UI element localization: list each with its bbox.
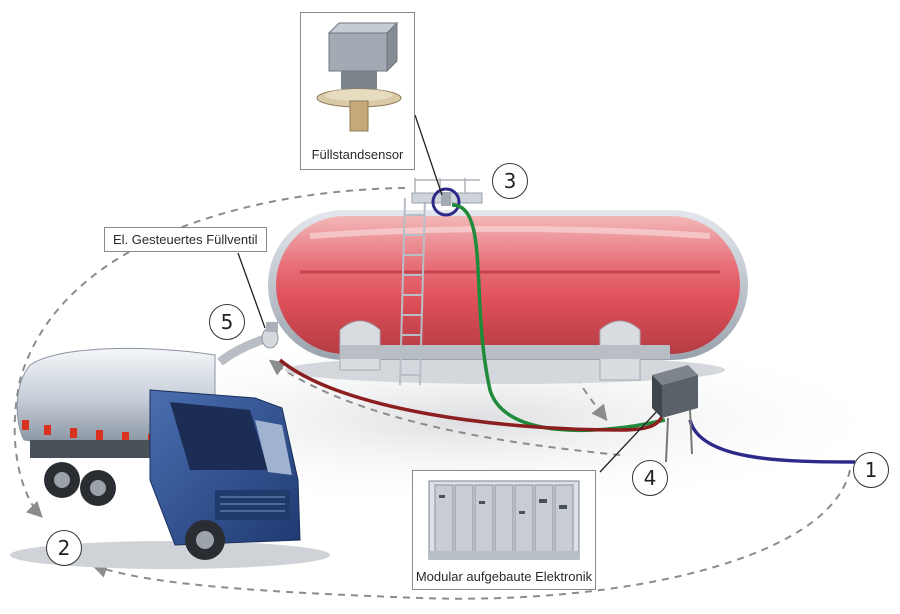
electronics-rack-icon: [428, 480, 580, 560]
marker-3: 3: [492, 163, 528, 199]
pointer-lines: [237, 114, 661, 473]
fill-valve-icon: [217, 322, 279, 366]
marker-2: 2: [46, 530, 82, 566]
sensor-callout: Füllstandsensor: [300, 12, 415, 170]
level-sensor-icon: [431, 187, 461, 217]
sensor-label: Füllstandsensor: [311, 147, 404, 162]
electronics-label: Modular aufgebaute Elektronik: [415, 569, 593, 584]
storage-tank-icon: [268, 178, 748, 386]
level-sensor-photo: [316, 21, 402, 132]
marker-1: 1: [853, 452, 889, 488]
marker-4: 4: [632, 460, 668, 496]
valve-label: El. Gesteuertes Füllventil: [104, 227, 267, 252]
marker-5: 5: [209, 304, 245, 340]
junction-box-icon: [652, 365, 698, 463]
tanker-truck-icon: [10, 347, 330, 569]
electronics-callout: Modular aufgebaute Elektronik: [412, 470, 596, 590]
cables: [278, 203, 856, 464]
